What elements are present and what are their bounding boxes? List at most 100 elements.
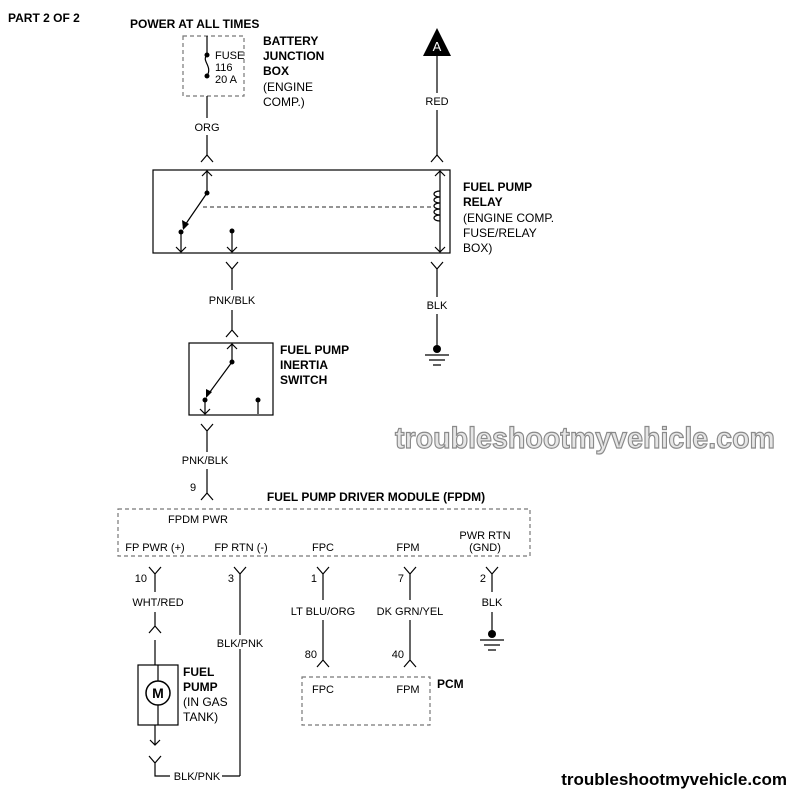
wire-segment [403, 566, 417, 600]
wire-segment [170, 769, 222, 783]
diagram-label: SWITCH [280, 373, 327, 387]
wire-segment [488, 630, 496, 638]
diagram-label: FUEL PUMP [463, 180, 532, 194]
wire-blk-pnk: BLK/PNK [217, 638, 264, 650]
diagram-label: FUEL PUMP [280, 343, 349, 357]
diagram-label: FP PWR (+) [125, 542, 184, 554]
wire-blk-2: BLK [482, 597, 503, 609]
battery-junction-box: FUSE 116 20 A BATTERY JUNCTION BOX (ENGI… [182, 34, 324, 109]
fpdm-pin-connectors: 10 3 1 7 2 [135, 566, 499, 776]
diagram-label: 116 [215, 62, 233, 74]
wire-segment [226, 246, 238, 253]
wire-segment [216, 635, 266, 649]
diagram-label: 3 [228, 573, 234, 585]
footer-website: troubleshootmyvehicle.com [561, 770, 787, 789]
diagram-label: FPDM PWR [168, 514, 228, 526]
wire-segment [175, 246, 187, 253]
wire-segment [485, 566, 499, 592]
wire-segment [148, 612, 162, 634]
watermark: troubleshootmyvehicle.com [395, 422, 775, 455]
wire-segment [316, 620, 330, 668]
diagram-label: 2 [480, 573, 486, 585]
wire-segment [182, 220, 189, 230]
wire-pnk-blk: PNK/BLK [209, 295, 256, 307]
pcm-module: FPC FPM PCM [301, 676, 464, 726]
fuse-icon [204, 54, 210, 77]
diagram-label: JUNCTION [263, 49, 324, 63]
diagram-label: PUMP [183, 680, 218, 694]
diagram-label: FUSE [215, 50, 244, 62]
wire-red: RED [425, 96, 448, 108]
diagram-label: BOX) [463, 241, 492, 255]
wire-segment [434, 170, 446, 253]
part-label: PART 2 OF 2 [8, 11, 80, 25]
wire-segment [152, 169, 451, 254]
diagram-label: FP RTN (-) [214, 542, 267, 554]
wire-pnk-blk-2: PNK/BLK [182, 455, 229, 467]
wire-segment [301, 676, 431, 726]
wire-segment [206, 389, 212, 398]
diagram-label: 80 [305, 649, 317, 661]
wire-org: ORG [194, 122, 219, 134]
diagram-label: FUEL [183, 665, 214, 679]
diagram-label: 40 [392, 649, 404, 661]
wire-segment [117, 508, 531, 557]
diagram-label: 10 [135, 573, 147, 585]
diagram-label: M [152, 685, 164, 701]
wire-blk-pnk-2: BLK/PNK [174, 771, 221, 783]
diagram-label: FUEL PUMP DRIVER MODULE (FPDM) [267, 490, 485, 504]
diagram-label: FPM [396, 684, 419, 696]
diagram-label: BOX [263, 64, 289, 78]
wire-dk-grn-yel: DK GRN/YEL [377, 606, 444, 618]
diagram-label: FPM [396, 542, 419, 554]
wire-segment [148, 725, 240, 777]
motor-icon [145, 680, 171, 706]
wire-segment [182, 35, 245, 97]
wire-segment [433, 345, 441, 353]
diagram-label: (ENGINE COMP. [463, 211, 554, 225]
diagram-label: (ENGINE [263, 80, 313, 94]
ground-icon [425, 345, 449, 366]
diagram-label: BATTERY [263, 34, 318, 48]
diagram-label: FPC [312, 542, 334, 554]
wire-segment [148, 566, 162, 592]
wire-segment [190, 119, 224, 133]
diagram-label: (GND) [469, 542, 501, 554]
wire-lt-blu-org: LT BLU/ORG [291, 606, 355, 618]
wire-segment [188, 342, 274, 416]
wire-blk: BLK [427, 300, 448, 312]
wire-segment [225, 310, 239, 338]
wire-segment [226, 343, 238, 350]
wire-segment [403, 620, 417, 668]
wire-segment [425, 354, 449, 366]
fuel-pump-relay: FUEL PUMP RELAY (ENGINE COMP. FUSE/RELAY… [152, 169, 554, 255]
fuel-pump-motor: M FUEL PUMP (IN GAS TANK) [137, 664, 228, 726]
inertia-switch: FUEL PUMP INERTIA SWITCH [188, 342, 349, 416]
fpdm-module: FUEL PUMP DRIVER MODULE (FPDM) FPDM PWR … [117, 490, 531, 557]
wire-segment [199, 400, 211, 415]
wire-segment [430, 261, 444, 297]
diagram-label: RELAY [463, 195, 503, 209]
wire-segment [225, 261, 239, 290]
wire-segment [233, 566, 247, 776]
wire-segment [206, 361, 233, 397]
diagram-label: TANK) [183, 710, 218, 724]
power-label: POWER AT ALL TIMES [130, 17, 259, 31]
diagram-label: A [433, 39, 442, 54]
wire-segment [480, 639, 504, 651]
diagram-label: COMP.) [263, 95, 305, 109]
diagram-label: 9 [190, 482, 196, 494]
ground-icon [480, 630, 504, 651]
wire-segment [182, 192, 208, 229]
wire-wht-red: WHT/RED [132, 597, 183, 609]
wire-segment [316, 566, 330, 600]
diagram-label: 7 [398, 573, 404, 585]
diagram-label: 20 A [215, 74, 238, 86]
connector-icon [200, 154, 214, 163]
wire-segment [201, 170, 213, 177]
diagram-label: FPC [312, 684, 334, 696]
diagram-label: INERTIA [280, 358, 328, 372]
diagram-label: 1 [311, 573, 317, 585]
wire-segment [423, 28, 451, 56]
